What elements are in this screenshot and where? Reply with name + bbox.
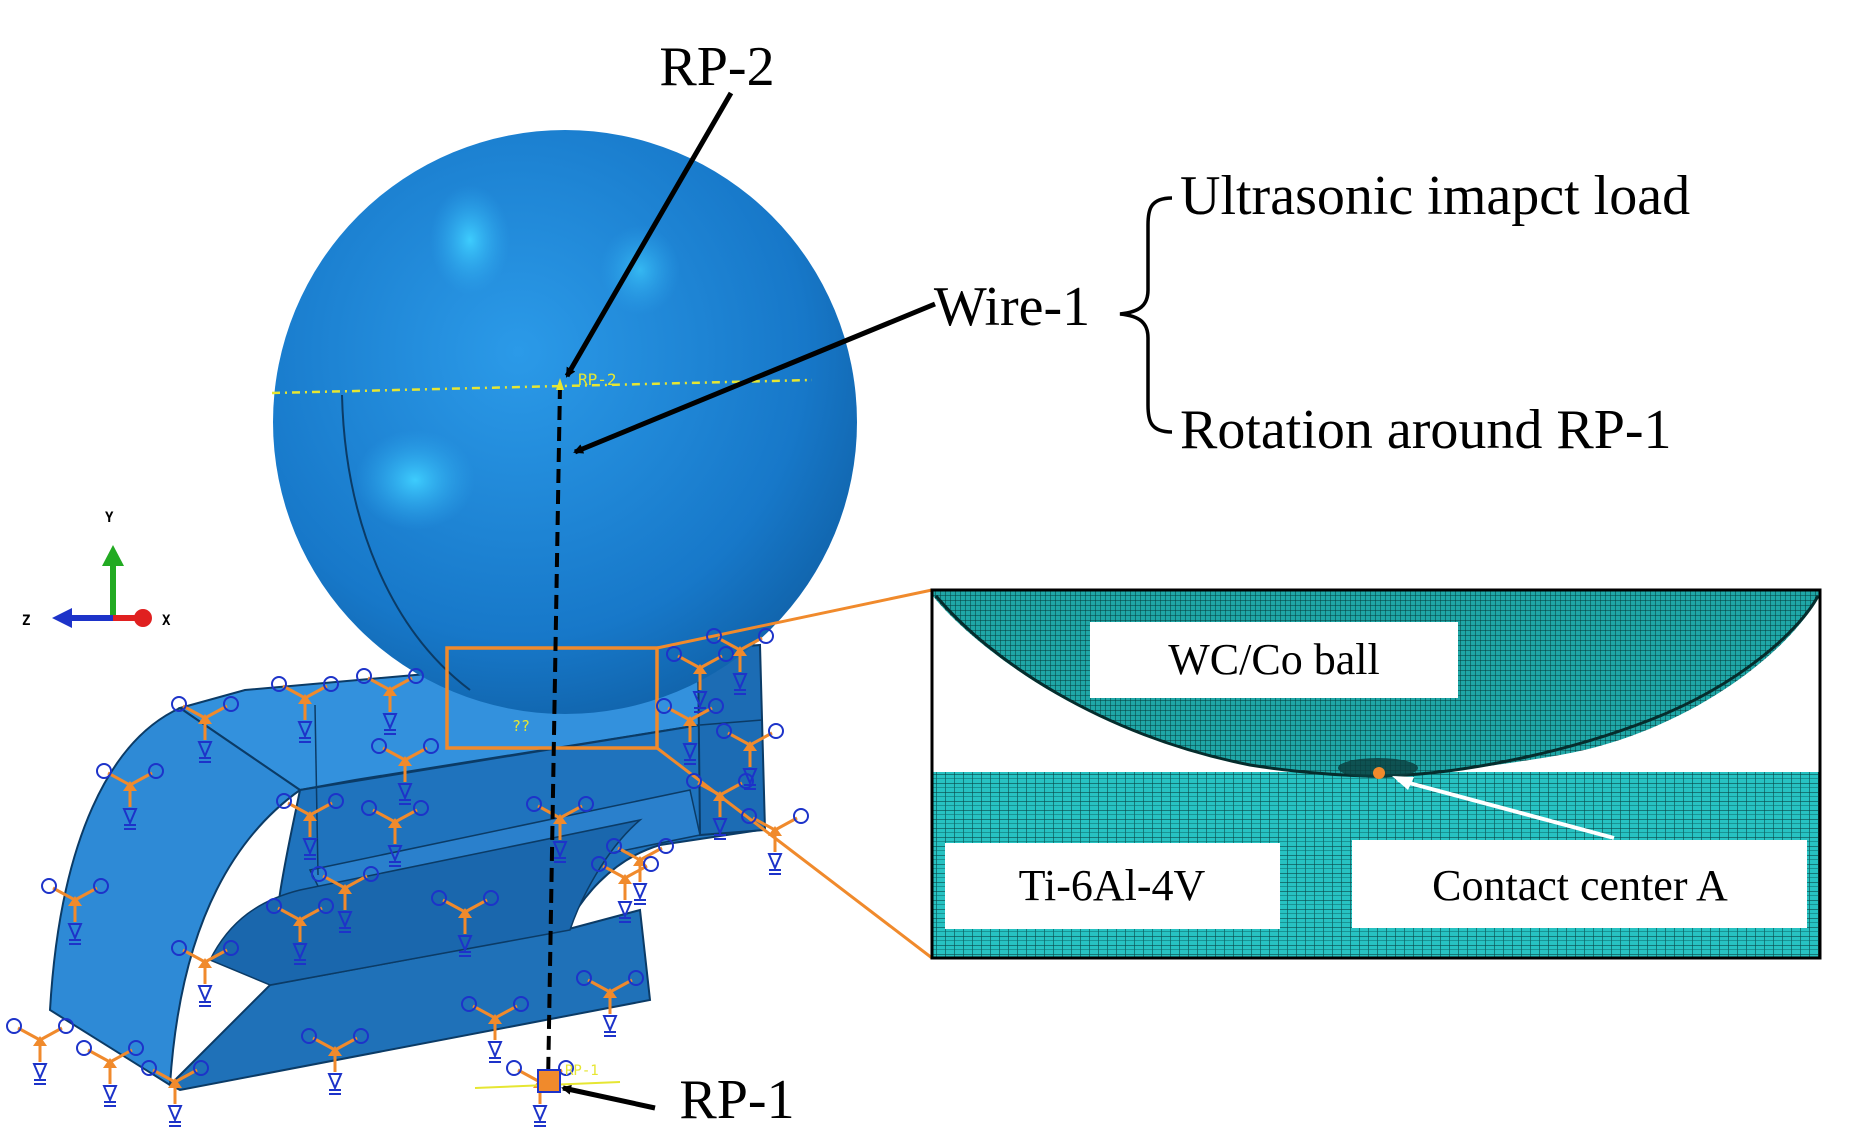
rp2-label: RP-2 xyxy=(659,36,774,98)
rp1-arrow xyxy=(561,1084,656,1111)
workpiece-block xyxy=(48,643,767,1092)
workpiece-label-box xyxy=(945,843,1280,929)
axis-y-label: Y xyxy=(105,510,114,526)
axis-z-label: Z xyxy=(22,613,30,629)
rotation-label: Rotation around RP-1 xyxy=(1180,399,1672,461)
rp2-tag: RP-2 xyxy=(578,370,617,389)
zoom-connector-bottom xyxy=(656,746,933,960)
ultrasonic-load-label: Ultrasonic imapct load xyxy=(1180,165,1690,227)
contact-label-box xyxy=(1352,840,1807,928)
zoom-connector-top xyxy=(656,588,933,650)
rp1-tag: RP-1 xyxy=(565,1063,599,1079)
ball-sphere xyxy=(271,130,857,714)
contact-point-label: Contact center A xyxy=(1432,861,1728,910)
mesh-inset: WC/Co ball Ti-6Al-4V Contact center A xyxy=(930,588,1822,960)
center-tag: ?? xyxy=(512,717,530,735)
axis-triad-icon: Y Z X xyxy=(22,510,171,629)
wire-label: Wire-1 xyxy=(934,276,1090,338)
rp1-marker xyxy=(537,1069,561,1093)
axis-x-label: X xyxy=(162,613,171,629)
rp2-arrow xyxy=(564,91,734,378)
wire-line xyxy=(546,384,562,1086)
brace-icon xyxy=(1119,196,1173,434)
workpiece-material-label: Ti-6Al-4V xyxy=(1019,861,1206,910)
contact-point-marker xyxy=(1373,767,1385,779)
rp1-label: RP-1 xyxy=(679,1069,794,1131)
ball-material-label: WC/Co ball xyxy=(1168,635,1379,684)
wire-arrow xyxy=(573,301,936,455)
ball-label-box xyxy=(1090,622,1458,698)
